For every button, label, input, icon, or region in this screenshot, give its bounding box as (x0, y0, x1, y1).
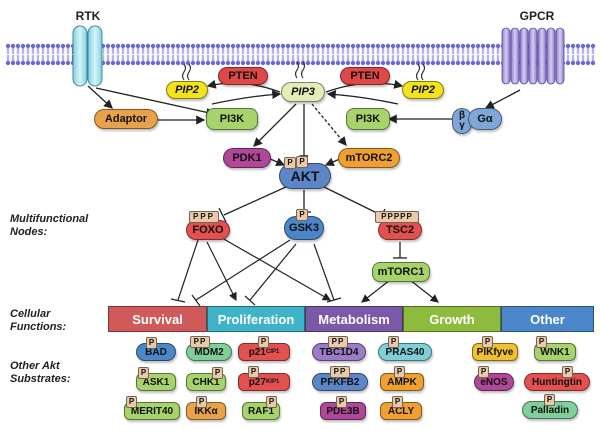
beta-label: β (458, 110, 466, 121)
gsk3-phospho: P (296, 209, 308, 221)
akt-phospho-1: P (284, 157, 296, 169)
p21-text: p21 (248, 346, 266, 358)
substrate-pikfyve: PIKfyve (472, 343, 518, 361)
gpcr-helix (546, 27, 556, 85)
pip3: PIP3 (281, 82, 325, 102)
p21-superscript: CIP1 (265, 349, 280, 355)
rtk-label: RTK (75, 9, 101, 23)
gpcr-helix (501, 27, 511, 85)
tsc2: TSC2 (378, 220, 422, 240)
function-metabolism: Metabolism (305, 306, 403, 332)
gpcr-receptor (501, 27, 565, 85)
phospho-badge: P (138, 367, 149, 379)
phospho-badge: P (258, 336, 269, 348)
node-output-lines (170, 237, 439, 307)
pip2-left: PIP2 (166, 81, 208, 99)
substrate-huntingtin: Huntingtin (524, 373, 590, 391)
phospho-badge: P (266, 396, 277, 408)
phospho-badge: P (248, 366, 259, 378)
foxo: FOXO (186, 220, 230, 240)
phospho-badge: P (562, 366, 573, 378)
cellular-functions-label: Cellular Functions: (10, 308, 67, 333)
gpcr-helix (510, 27, 520, 85)
pi3k-right: PI3K (346, 108, 390, 130)
phospho-badge: P (336, 396, 347, 408)
gpcr-helix (555, 27, 565, 85)
rtk-receptor (72, 25, 103, 87)
mtorc1: mTORC1 (372, 262, 430, 282)
phospho-badge: P (544, 394, 555, 406)
p27-superscript: KIP1 (265, 379, 280, 385)
signal-arrows (87, 79, 521, 167)
gsk3: GSK3 (284, 216, 324, 240)
phospholipid-tails (181, 61, 426, 81)
phospho-badge: P (536, 336, 547, 348)
tsc2-phospho: PPPPP (375, 211, 419, 223)
p27-text: p27 (248, 376, 266, 388)
pip2-right: PIP2 (402, 81, 444, 99)
multifunctional-nodes-label: Multifunctional Nodes: (10, 213, 89, 238)
substrate-pras40: PRAS40 (378, 343, 432, 361)
phospho-badge: P (196, 396, 207, 408)
phospho-badge: P (478, 366, 489, 378)
g-alpha: Gα (468, 108, 502, 130)
phospho-badge: P (394, 366, 405, 378)
pdk1: PDK1 (223, 148, 271, 168)
phospho-badge: PP (190, 336, 210, 348)
phospho-badge: P (146, 337, 157, 349)
function-survival: Survival (108, 306, 207, 332)
cell-membrane (5, 43, 596, 66)
substrate-merit40: MERIT40 (124, 402, 180, 420)
function-other: Other (501, 306, 594, 332)
foxo-phospho: PPP (189, 211, 219, 223)
phospho-badge: PP (328, 336, 348, 348)
phospho-badge: P (392, 396, 403, 408)
function-growth: Growth (403, 306, 501, 332)
pten-right: PTEN (340, 67, 390, 85)
other-akt-substrates-label: Other Akt Substrates: (10, 360, 71, 385)
akt-phospho-2: P (296, 156, 308, 168)
pi3k-left: PI3K (206, 108, 258, 130)
phospho-badge: PP (330, 366, 350, 378)
gamma-label: γ (459, 120, 465, 131)
phospho-badge: P (126, 396, 137, 408)
gpcr-helix (537, 27, 547, 85)
function-proliferation: Proliferation (207, 306, 305, 332)
gpcr-label: GPCR (519, 9, 555, 23)
gpcr-helix (528, 27, 538, 85)
adaptor: Adaptor (94, 109, 158, 129)
gpcr-helix (519, 27, 529, 85)
pten-left: PTEN (218, 67, 268, 85)
mtorc2: mTORC2 (338, 148, 400, 168)
phospho-badge: P (212, 367, 223, 379)
substrate-ampk: AMPK (380, 373, 424, 391)
phospho-badge: P (388, 336, 399, 348)
phospho-badge: P (482, 336, 493, 348)
